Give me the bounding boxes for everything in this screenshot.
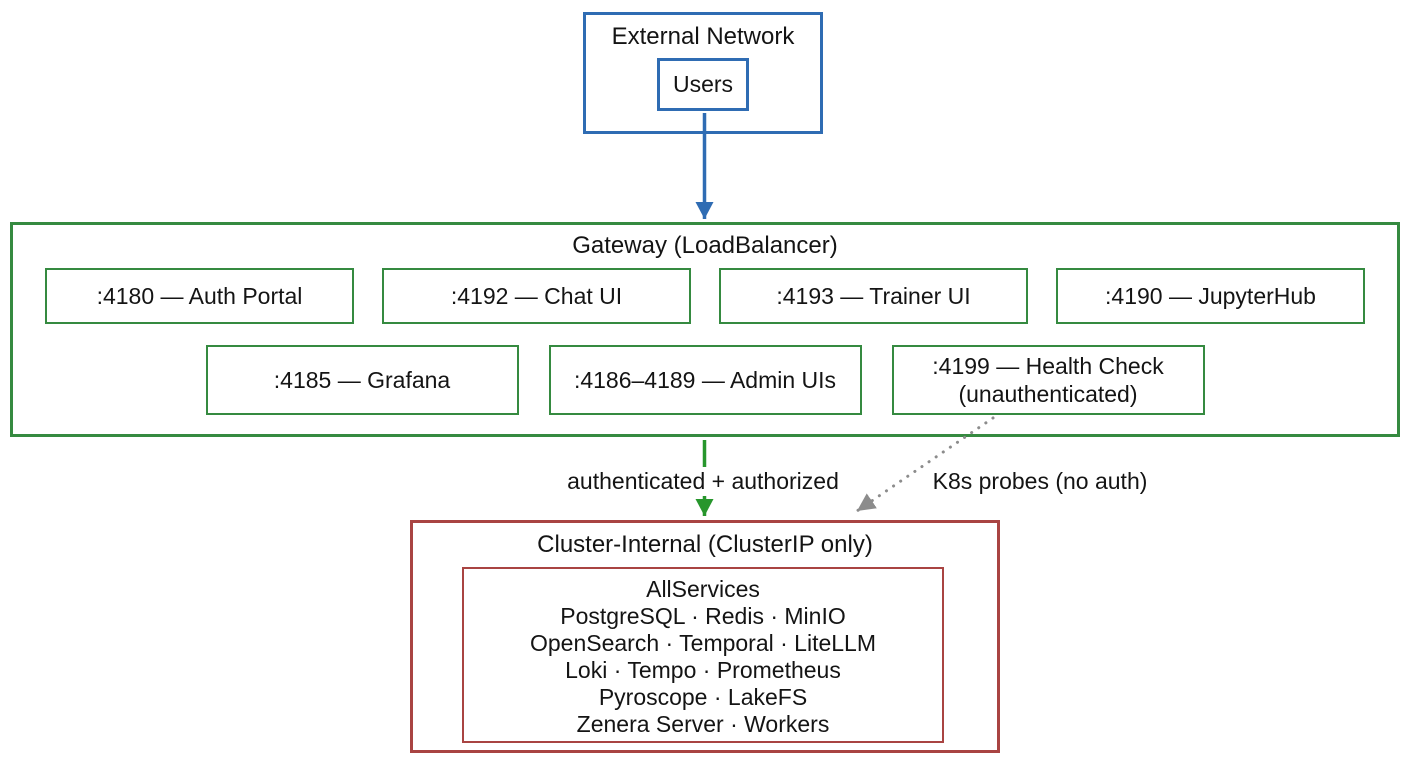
gateway-title: Gateway (LoadBalancer) — [572, 232, 838, 259]
port-box-grafana: :4185 — Grafana — [205, 345, 519, 415]
external-network-title: External Network — [611, 23, 795, 50]
gateway-port-row-2: :4185 — Grafana :4186–4189 — Admin UIs :… — [13, 345, 1397, 415]
all-services-title: AllServices — [646, 576, 760, 602]
gateway-box: Gateway (LoadBalancer) :4180 — Auth Port… — [10, 222, 1400, 437]
port-box-chat-ui: :4192 — Chat UI — [382, 268, 691, 324]
users-label: Users — [672, 71, 734, 97]
cluster-internal-box: Cluster-Internal (ClusterIP only) AllSer… — [410, 520, 1000, 753]
port-box-health-check: :4199 — Health Check (unauthenticated) — [891, 345, 1205, 415]
gateway-port-row-1: :4180 — Auth Portal :4192 — Chat UI :419… — [13, 268, 1397, 324]
users-box: Users — [657, 58, 749, 111]
service-line: OpenSearch · Temporal · LiteLLM — [529, 630, 877, 656]
service-line: Zenera Server · Workers — [576, 711, 830, 737]
cluster-internal-title: Cluster-Internal (ClusterIP only) — [537, 531, 873, 558]
all-services-box: AllServices PostgreSQL · Redis · MinIO O… — [462, 567, 944, 743]
port-box-admin-uis: :4186–4189 — Admin UIs — [548, 345, 862, 415]
port-box-trainer-ui: :4193 — Trainer UI — [719, 268, 1028, 324]
external-network-box: External Network Users — [583, 12, 823, 134]
service-line: Pyroscope · LakeFS — [598, 684, 808, 710]
port-box-auth-portal: :4180 — Auth Portal — [45, 268, 354, 324]
service-line: PostgreSQL · Redis · MinIO — [560, 603, 846, 629]
authenticated-edge-label: authenticated + authorized — [561, 467, 845, 496]
k8s-probes-edge-label: K8s probes (no auth) — [926, 467, 1154, 496]
service-line: Loki · Tempo · Prometheus — [565, 657, 841, 683]
port-box-jupyterhub: :4190 — JupyterHub — [1056, 268, 1365, 324]
